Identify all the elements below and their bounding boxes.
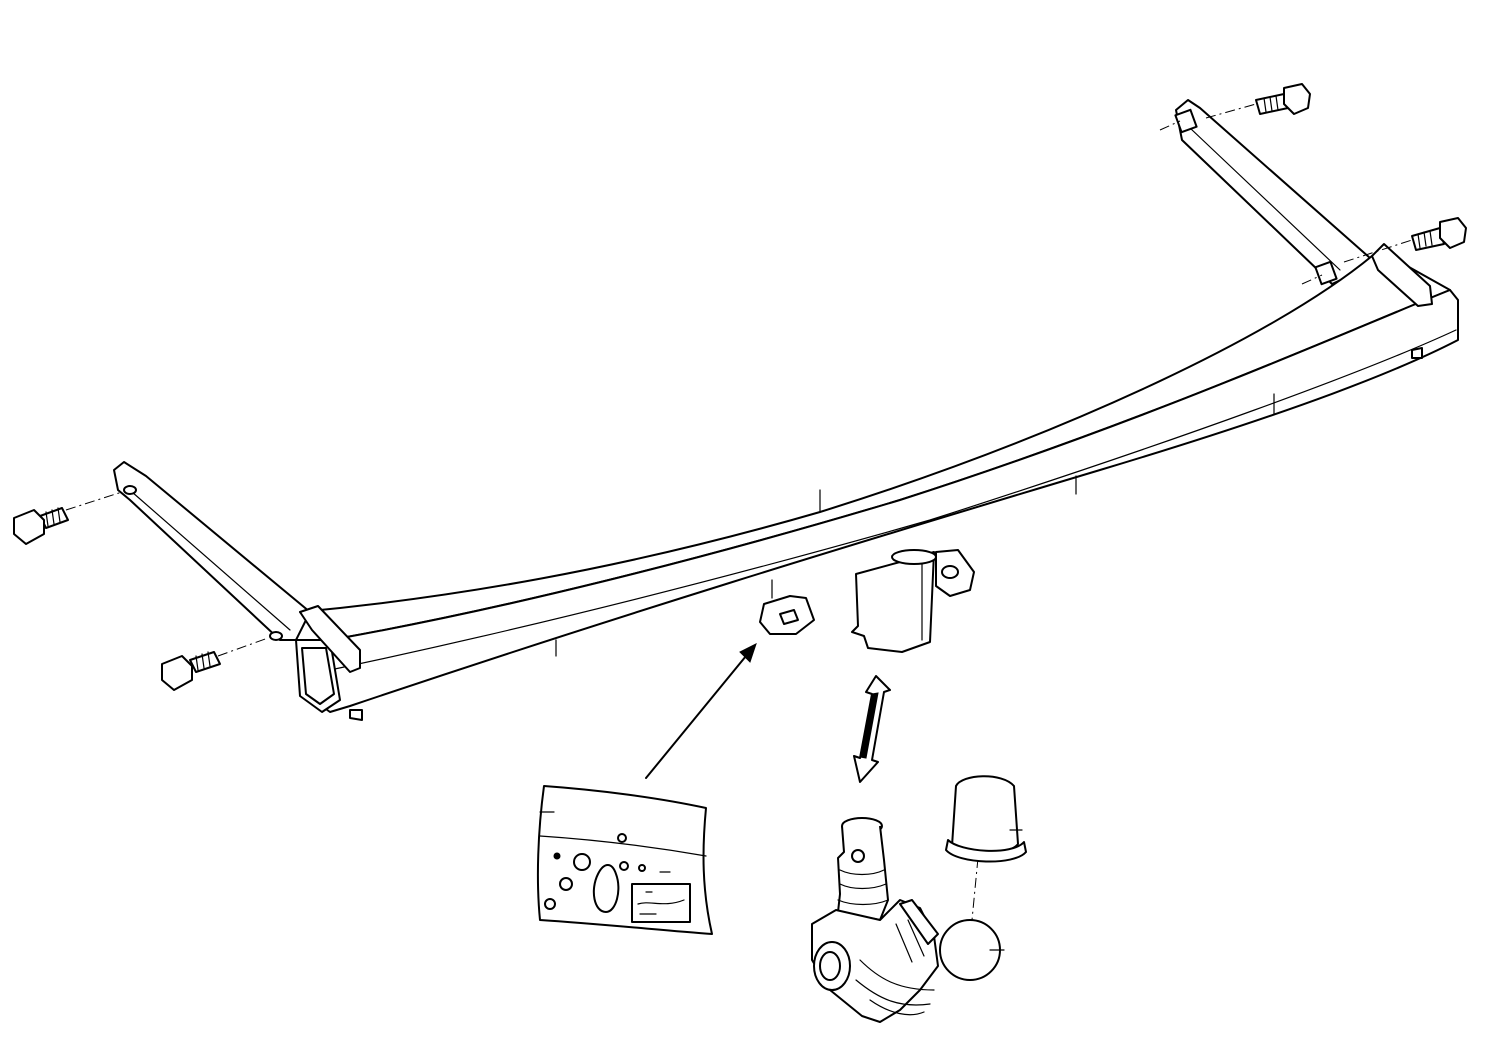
instruction-plate: [536, 785, 713, 935]
pointer-arrow: [645, 643, 757, 779]
right-mounting-arm: [1159, 99, 1371, 286]
mounting-bolt: [13, 83, 1467, 691]
insert-remove-arrow: [853, 675, 891, 783]
detachable-towball-neck: [811, 817, 1005, 1023]
receiver-tube: [851, 549, 937, 653]
towball-cap: [945, 775, 1027, 863]
crossbar: [295, 243, 1459, 721]
left-mounting-arm: [113, 461, 311, 641]
socket-bracket: [759, 549, 975, 635]
